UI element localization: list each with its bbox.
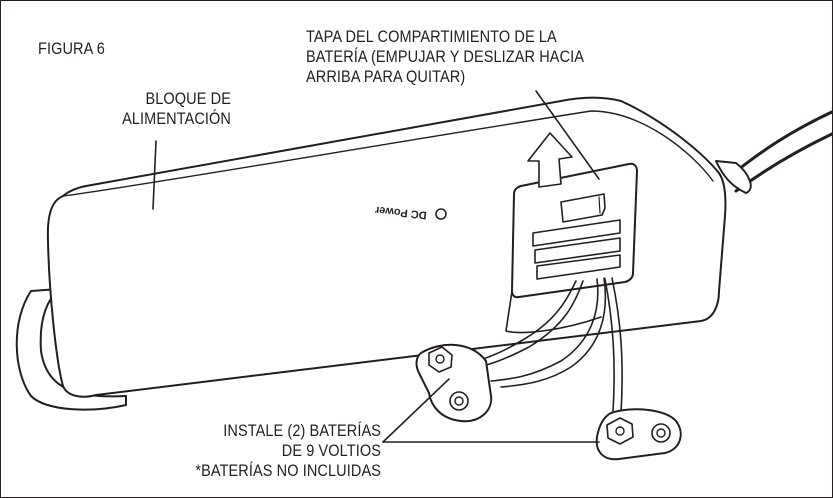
figure-title: FIGURA 6 <box>38 40 105 58</box>
power-block-label-line: BLOQUE DE <box>145 90 231 108</box>
power-cable <box>727 110 832 179</box>
power-led <box>435 208 447 220</box>
battery-snap-2 <box>595 408 682 461</box>
battery-cover-label-line: BATERÍA (EMPUJAR Y DESLIZAR HACIA <box>306 48 585 66</box>
install-batteries-label: INSTALE (2) BATERÍAS DE 9 VOLTIOS *BATER… <box>179 421 381 481</box>
install-label-line: *BATERÍAS NO INCLUIDAS <box>195 462 381 480</box>
battery-cover-label-line: ARRIBA PARA QUITAR) <box>306 68 466 86</box>
battery-compartment-cover <box>511 162 638 299</box>
cover-latch <box>560 193 606 223</box>
leader-lines <box>152 90 600 443</box>
battery-snap-1 <box>415 343 493 423</box>
cable-strain-relief <box>715 160 752 194</box>
leader-install <box>382 378 450 443</box>
leader-cover <box>535 90 600 180</box>
dc-power-marking: DC Power <box>374 204 428 221</box>
battery-cover-label: TAPA DEL COMPARTIMIENTO DE LA BATERÍA (E… <box>306 27 584 87</box>
install-label-line: DE 9 VOLTIOS <box>281 442 381 460</box>
install-label-line: INSTALE (2) BATERÍAS <box>223 422 381 440</box>
power-block-label-line: ALIMENTACIÓN <box>122 110 231 128</box>
battery-cover-label-line: TAPA DEL COMPARTIMIENTO DE LA <box>306 28 557 46</box>
block-base <box>15 288 127 411</box>
slide-up-arrow <box>527 132 573 188</box>
leader-block <box>152 140 157 210</box>
cover-grip-slats <box>532 219 621 280</box>
power-block-label: BLOQUE DE ALIMENTACIÓN <box>90 89 231 129</box>
